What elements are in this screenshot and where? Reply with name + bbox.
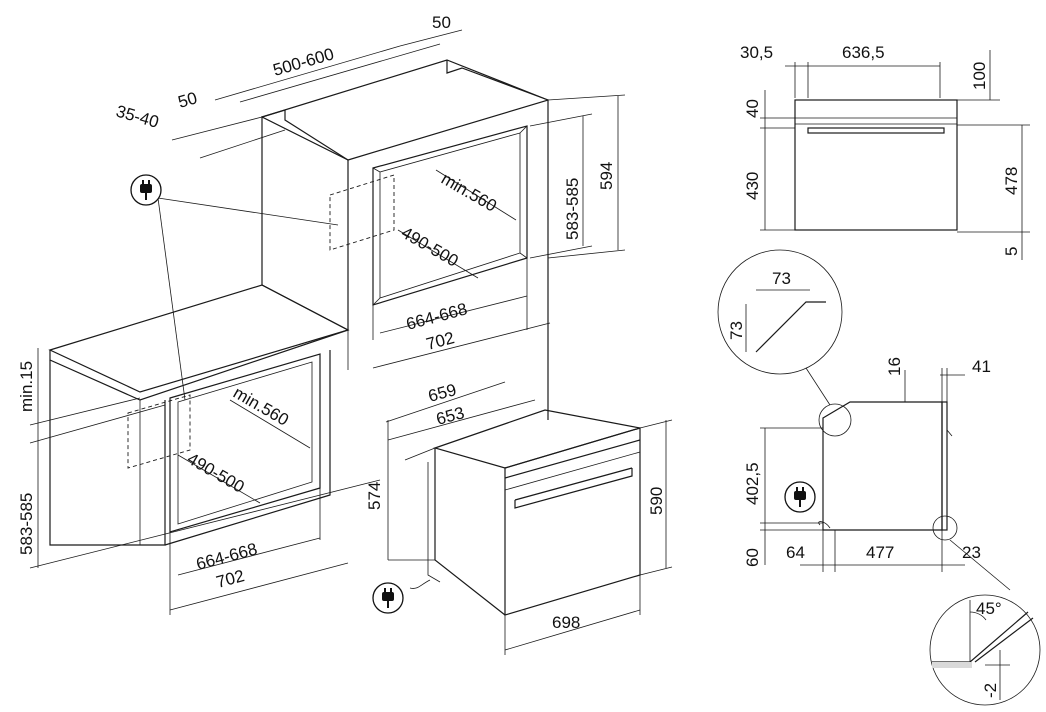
front-view [760, 50, 1030, 260]
dim-min-depth: min.560 [438, 169, 500, 216]
dim-top-offset: 16 [885, 357, 904, 376]
dim-undercounter-min-depth: min.560 [230, 383, 292, 430]
dim-niche-height: 583-585 [563, 178, 582, 240]
dim-panel-height: 40 [743, 99, 762, 118]
dim-niche-depth: 490-500 [398, 223, 462, 271]
dim-side-offset: 30,5 [740, 43, 773, 62]
dim-niche-width: 664-668 [404, 299, 469, 334]
side-view [760, 368, 1011, 591]
dim-top-gap: min.15 [17, 361, 36, 412]
dim-bottom-gap: 5 [1002, 247, 1021, 256]
dim-base-height: 60 [743, 548, 762, 567]
plug-icon [372, 582, 404, 614]
dim-outer-width: 702 [424, 328, 456, 354]
dim-depth-overall: 659 [426, 380, 458, 406]
dim-depth-gap: 50 [176, 88, 199, 111]
dim-back-offset: 64 [786, 543, 805, 562]
dim-angle: 45° [976, 599, 1002, 618]
dim-depth-body: 653 [434, 403, 466, 429]
column-cabinet [171, 29, 626, 420]
dim-inner-width: 636,5 [842, 43, 885, 62]
plug-icon [130, 174, 162, 206]
dim-front-height: 590 [647, 487, 666, 515]
undercounter-cabinet [29, 284, 381, 615]
oven-isometric [385, 381, 673, 655]
chamfer-detail [717, 249, 843, 406]
angle-detail [929, 594, 1041, 706]
dim-niche-total-height: 594 [597, 162, 616, 190]
dim-undercounter-niche-width: 664-668 [194, 539, 259, 574]
dim-door-height: 430 [743, 172, 762, 200]
dim-door-depth: 23 [962, 543, 981, 562]
plug-icon [784, 481, 816, 513]
dim-depth-back: 35-40 [114, 102, 161, 132]
dim-undercounter-niche-depth: 490-500 [184, 449, 248, 497]
dim-undercounter-outer-width: 702 [214, 566, 246, 592]
dim-chamfer-vertical: 73 [727, 321, 746, 340]
dim-body-height: 402,5 [743, 462, 762, 505]
dim-front-width: 698 [552, 613, 580, 632]
dim-top-gap: 100 [970, 62, 989, 90]
dim-body-height: 574 [365, 482, 384, 510]
dim-chamfer-horizontal: 73 [772, 269, 791, 288]
dim-depth-top: 50 [432, 13, 451, 32]
dim-undercounter-niche-height: 583-585 [17, 493, 36, 555]
dim-front-thickness: 41 [972, 357, 991, 376]
dim-body-depth: 477 [866, 543, 894, 562]
dim-total-height: 478 [1002, 167, 1021, 195]
dim-angle-offset: -2 [981, 683, 1000, 698]
